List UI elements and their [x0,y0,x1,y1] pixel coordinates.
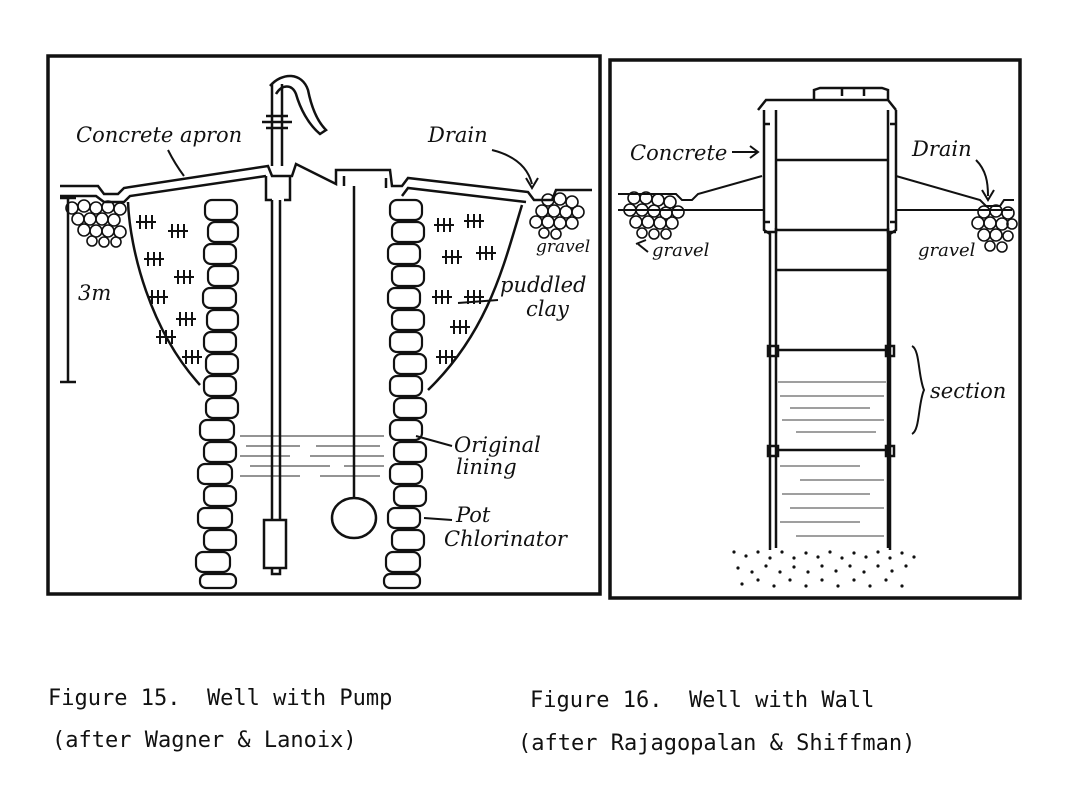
figure-16-leaders [635,145,995,435]
depth-dimension-3m [60,196,76,384]
hand-pump [262,74,328,576]
water-fig16 [778,381,886,537]
ground-surface-fig16 [618,175,1014,211]
concrete-label: Concrete [630,141,727,165]
figure-15-leaders [167,149,539,521]
stone-lining-left [194,198,240,590]
chlorinator-label: Chlorinator [444,527,569,551]
stone-lining-right [382,198,428,590]
gravel-fig16-left [623,191,685,240]
sand-bed [732,550,916,588]
water-surface [240,435,384,477]
original-label: Original [454,433,541,457]
figure-15-well-with-pump: Concrete apron Drain 3m gravel puddled c… [46,54,602,596]
pot-label: Pot [455,503,491,527]
figure-15-caption-line1: Figure 15. Well with Pump [48,686,393,711]
figure-16-caption-line2: (after Rajagopalan & Shiffman) [518,731,916,756]
gravel-label-fig15: gravel [536,237,590,257]
ground-surface [60,162,592,204]
gravel-label-fig16-right: gravel [918,240,976,261]
well-wall [757,86,898,550]
lining-label: lining [456,455,517,479]
gravel-label-fig16-left: gravel [652,240,710,261]
pot-chlorinator [330,186,378,540]
concrete-apron-label: Concrete apron [76,123,242,147]
figure-16-well-with-wall: Concrete Drain gravel gravel section [608,58,1022,600]
figure-16-caption-line1: Figure 16. Well with Wall [530,688,875,713]
clay-hatch-right [432,214,496,364]
drain-label-fig15: Drain [427,123,488,147]
drain-label-fig16: Drain [911,137,972,161]
clay-label: clay [526,297,570,321]
gravel-fill-right [529,192,585,240]
section-label: section [930,379,1006,403]
figure-15-frame [46,54,602,596]
gravel-fill-left [65,199,127,248]
puddled-label: puddled [500,273,586,297]
puddled-clay-zone [126,201,524,391]
figure-15-caption-line2: (after Wagner & Lanoix) [52,728,357,753]
figure-16-frame [608,58,1022,600]
gravel-fig16-right [971,204,1018,253]
depth-label: 3m [78,281,111,305]
clay-hatch-left [136,215,202,364]
